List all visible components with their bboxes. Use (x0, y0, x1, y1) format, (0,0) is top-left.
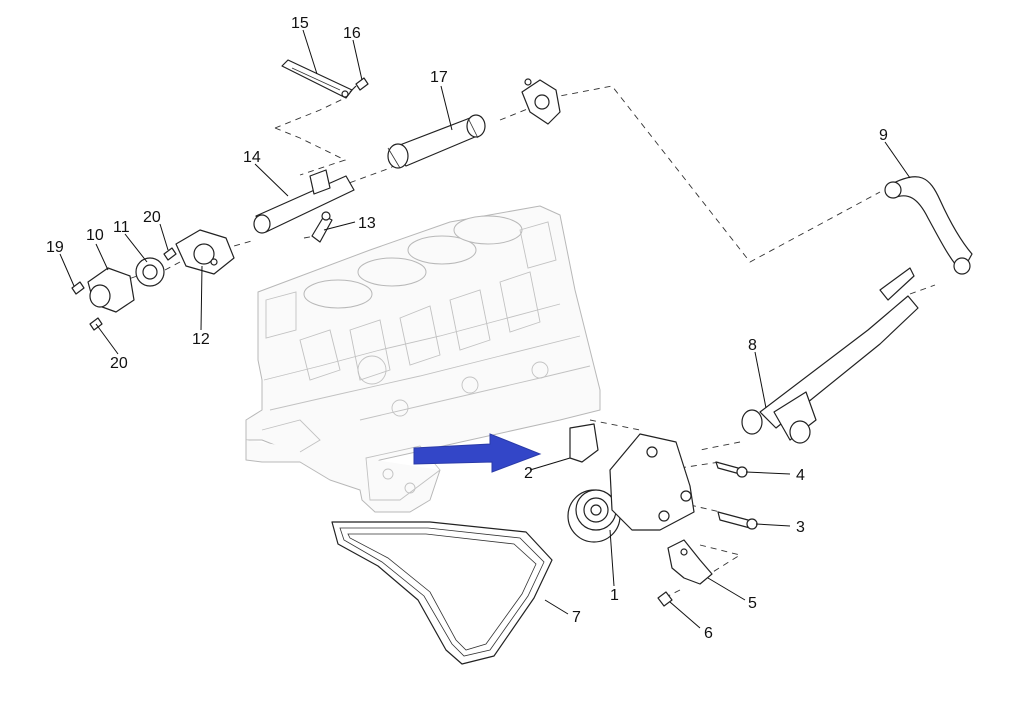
leader-lines (59, 29, 911, 629)
part-4-bolt (715, 461, 748, 478)
part-12-thermostat-housing (175, 229, 235, 275)
part-17-hose (387, 114, 486, 169)
callout-16: 16 (343, 25, 361, 42)
part-3-bolt (717, 511, 758, 530)
callout-6: 6 (704, 625, 713, 642)
part-9-hose (884, 176, 973, 275)
callout-12: 12 (192, 331, 210, 348)
part-flange-top (521, 78, 561, 125)
callout-5: 5 (748, 595, 757, 612)
callout-1: 1 (610, 587, 619, 604)
callout-2: 2 (524, 465, 533, 482)
callout-labels: 15 16 17 14 13 20 11 10 19 20 12 9 8 2 1… (46, 15, 888, 642)
callout-4: 4 (796, 467, 805, 484)
part-2-gasket (569, 423, 599, 463)
callout-13: 13 (358, 215, 376, 232)
callout-15: 15 (291, 15, 309, 32)
part-1-water-pump (567, 433, 695, 543)
part-15-strap (281, 59, 353, 99)
callout-9: 9 (879, 127, 888, 144)
part-8-water-pipe (741, 267, 919, 444)
part-16-bolt (349, 77, 369, 93)
engine-block-ghost (245, 205, 601, 513)
part-10-water-outlet (87, 267, 135, 313)
part-6-bolt (657, 591, 673, 607)
callout-20-lower: 20 (110, 355, 128, 372)
part-19-bolt (71, 281, 85, 295)
callout-3: 3 (796, 519, 805, 536)
callout-8: 8 (748, 337, 757, 354)
callout-20-upper: 20 (143, 209, 161, 226)
part-14-pipe (253, 169, 355, 234)
part-7-drive-belt (331, 521, 553, 665)
callout-11: 11 (113, 219, 130, 236)
arrow-right-icon (413, 433, 542, 473)
part-5-bracket (667, 539, 713, 585)
callout-14: 14 (243, 149, 261, 166)
part-11-thermostat (135, 257, 165, 287)
part-20-bolt-upper (163, 247, 177, 261)
callout-7: 7 (572, 609, 581, 626)
callout-19: 19 (46, 239, 64, 256)
callout-10: 10 (86, 227, 104, 244)
part-13-sensor (311, 211, 333, 243)
callout-17: 17 (430, 69, 448, 86)
